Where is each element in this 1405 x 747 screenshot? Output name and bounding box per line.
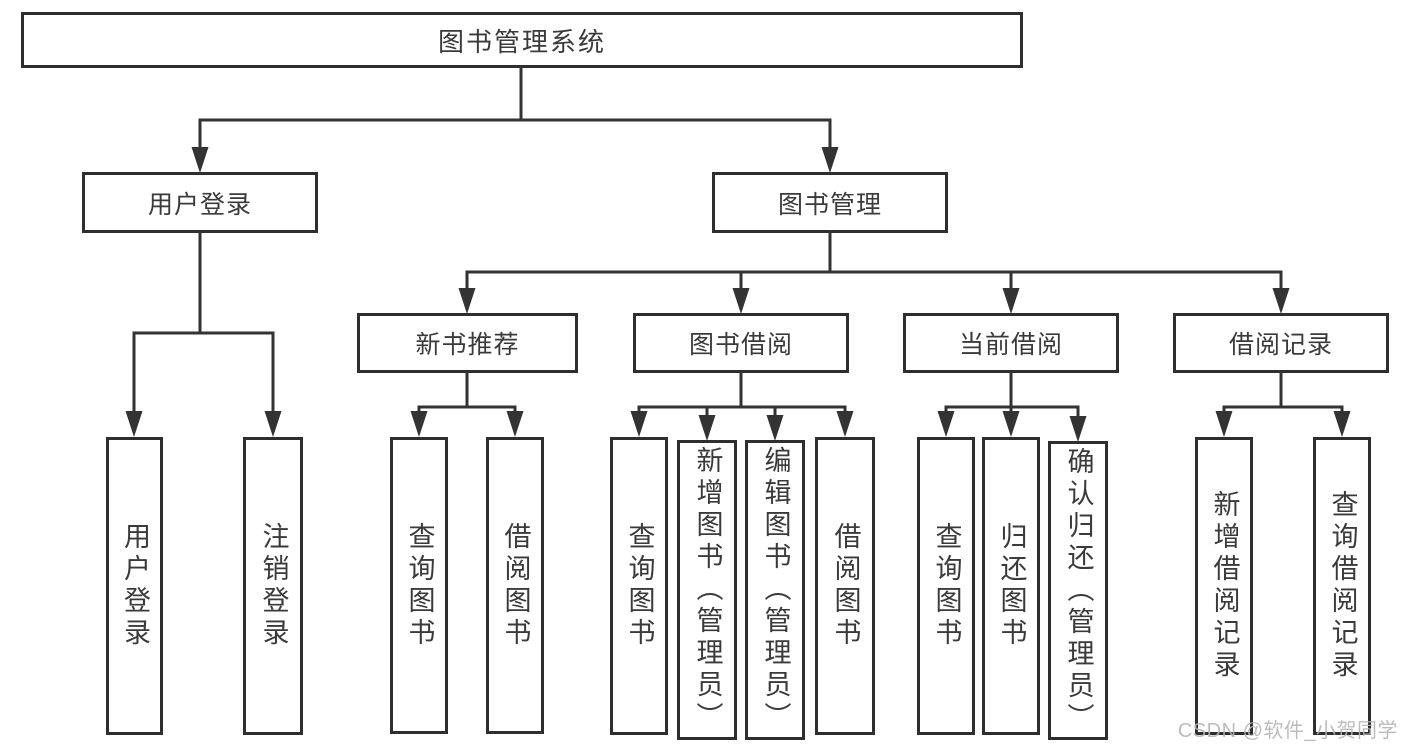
arrow-down-icon [766,415,784,441]
arrow-down-icon [1002,288,1020,314]
leaf-add-borrow-record: 新增借阅记录 [1195,437,1253,735]
node-new-book-recommendation: 新书推荐 [357,313,578,373]
arrow-down-icon [191,147,209,173]
arrow-down-icon [506,411,524,437]
leaf-edit-books-admin: 编辑图书（管理员） [745,440,805,740]
node-user-login: 用户登录 [82,172,318,233]
arrow-down-icon [125,411,143,437]
leaf-confirm-return-admin: 确认归还（管理员） [1048,441,1108,740]
arrow-down-icon [1333,411,1351,437]
arrow-down-icon [458,288,476,314]
leaf-borrow-books-recommend: 借阅图书 [486,437,544,734]
leaf-query-books-current: 查询图书 [917,437,975,735]
arrow-down-icon [836,411,854,437]
leaf-return-books: 归还图书 [982,437,1040,735]
leaf-user-login: 用户登录 [106,437,163,735]
leaf-logout: 注销登录 [243,437,303,735]
node-borrowing-records: 借阅记录 [1173,313,1389,373]
node-book-management: 图书管理 [712,172,948,233]
node-book-borrowing: 图书借阅 [633,313,849,373]
arrow-down-icon [732,288,750,314]
arrow-down-icon [937,411,955,437]
arrow-down-icon [410,411,428,437]
leaf-query-borrow-record: 查询借阅记录 [1313,437,1371,735]
leaf-borrow-books: 借阅图书 [815,437,875,735]
leaf-query-books-borrowing: 查询图书 [610,437,668,735]
node-current-borrowing: 当前借阅 [903,313,1119,373]
node-library-management-system: 图书管理系统 [21,12,1023,68]
arrow-down-icon [1215,411,1233,437]
leaf-query-books-recommend: 查询图书 [390,437,448,734]
arrow-down-icon [1002,411,1020,437]
arrow-down-icon [821,147,839,173]
arrow-down-icon [698,415,716,441]
arrow-down-icon [264,411,282,437]
leaf-add-books-admin: 新增图书（管理员） [677,440,737,740]
csdn-watermark: CSDN @软件_小贺同学 [1177,720,1398,742]
arrow-down-icon [1272,288,1290,314]
arrow-down-icon [630,411,648,437]
arrow-down-icon [1069,416,1087,442]
